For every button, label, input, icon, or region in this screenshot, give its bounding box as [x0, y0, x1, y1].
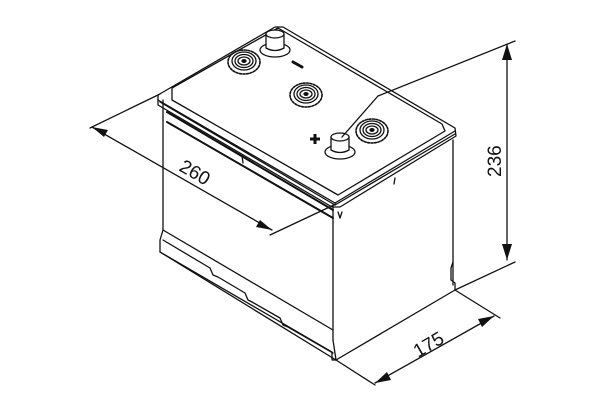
- vent-cap-middle: [289, 82, 323, 108]
- battery-base: [159, 229, 337, 361]
- height-dimension-label: 236: [485, 145, 506, 177]
- width-dimension-label: 175: [410, 328, 448, 362]
- length-dimension-label: 260: [176, 156, 214, 190]
- dimension-length: [91, 126, 273, 231]
- lid-rim: [157, 26, 457, 219]
- battery-body: [162, 99, 456, 361]
- vent-cap-left: [227, 49, 261, 75]
- vent-caps: [227, 49, 389, 144]
- negative-terminal: [259, 29, 291, 58]
- dimension-width: [374, 315, 495, 384]
- vent-cap-right: [355, 118, 389, 144]
- lid-top: [171, 27, 446, 196]
- negative-symbol-icon: [291, 60, 304, 69]
- positive-terminal: [324, 132, 356, 160]
- arrowheads: [92, 44, 512, 383]
- positive-symbol-icon: [310, 134, 320, 144]
- extension-lines: [89, 40, 516, 386]
